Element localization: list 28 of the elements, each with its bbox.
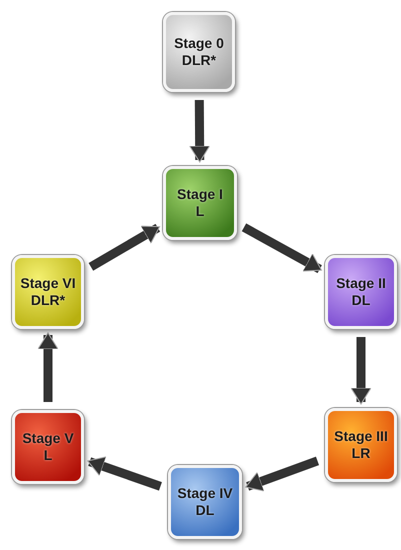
- stage-code: LR: [352, 445, 370, 462]
- arrow: [242, 223, 322, 274]
- stage-title: Stage II: [336, 275, 386, 292]
- arrow: [38, 332, 58, 402]
- arrow: [87, 456, 162, 491]
- stage-title: Stage I: [177, 186, 223, 203]
- stage-code: DL: [196, 502, 214, 519]
- stage-code: DL: [352, 292, 370, 309]
- stage-title: Stage V: [22, 430, 74, 447]
- stage-box: [12, 255, 84, 329]
- stage-box: [12, 410, 84, 484]
- arrow: [88, 224, 160, 271]
- stage-title: Stage 0: [174, 35, 224, 52]
- arrow: [189, 100, 210, 162]
- stage-box: [168, 465, 242, 539]
- stage-code: DLR*: [30, 292, 66, 309]
- stage-box: [325, 255, 397, 329]
- stage-code: L: [196, 203, 204, 220]
- stage-title: Stage VI: [20, 275, 76, 292]
- arrow: [350, 337, 372, 404]
- stage-box: [163, 166, 237, 240]
- stage-code: DLR*: [182, 52, 216, 69]
- stage-code: L: [44, 447, 52, 464]
- stage-title: Stage III: [334, 428, 388, 445]
- stage-box: [325, 408, 397, 482]
- stage-title: Stage IV: [177, 485, 233, 502]
- stage-box: [163, 12, 235, 92]
- arrow: [245, 456, 320, 492]
